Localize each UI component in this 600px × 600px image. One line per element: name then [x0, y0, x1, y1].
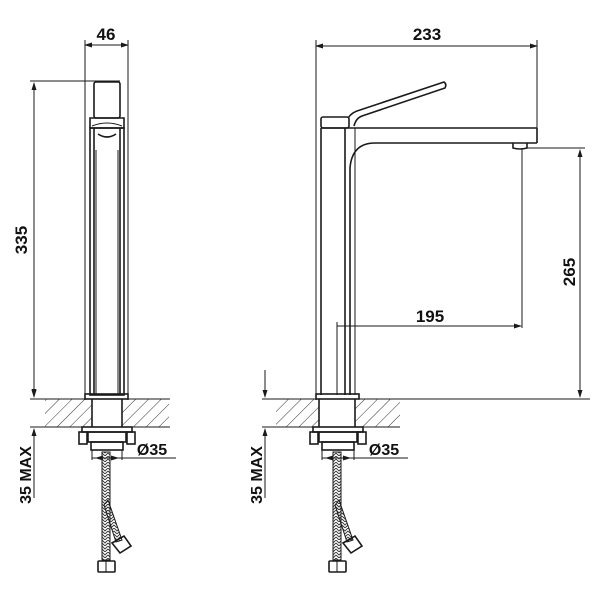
mounting-nut-side [309, 426, 367, 451]
side-view: 233 265 195 [249, 25, 590, 573]
flexible-hoses-side [328, 451, 364, 573]
dimension-height-335: 335 [12, 80, 120, 397]
spout-reach-label: 195 [416, 307, 444, 326]
dimension-deck-max-side: 35 MAX [249, 370, 268, 504]
hole-diameter-label-side: Ø35 [369, 442, 399, 459]
dimension-deck-max-front: 35 MAX [18, 375, 37, 504]
dimension-length-233: 233 [315, 25, 538, 400]
dimension-spout-height-265: 265 [525, 147, 585, 398]
faucet-body-front [84, 81, 129, 400]
max-deck-label: 35 MAX [18, 446, 35, 504]
dimension-width-46: 46 [84, 25, 129, 400]
deck-section-side [262, 398, 590, 428]
overall-length-label: 233 [413, 25, 441, 44]
flexible-hoses-front [97, 451, 133, 573]
deck-section-front [30, 398, 170, 428]
front-view: 46 335 [12, 25, 176, 573]
max-deck-label-side: 35 MAX [249, 446, 266, 504]
mounting-nut-front [78, 426, 136, 451]
dimension-spout-reach-195: 195 [336, 148, 523, 395]
faucet-body-side [315, 81, 538, 400]
hole-diameter-label: Ø35 [137, 442, 167, 459]
height-label: 335 [12, 226, 31, 254]
width-label: 46 [97, 25, 116, 44]
spout-height-label: 265 [560, 258, 579, 286]
